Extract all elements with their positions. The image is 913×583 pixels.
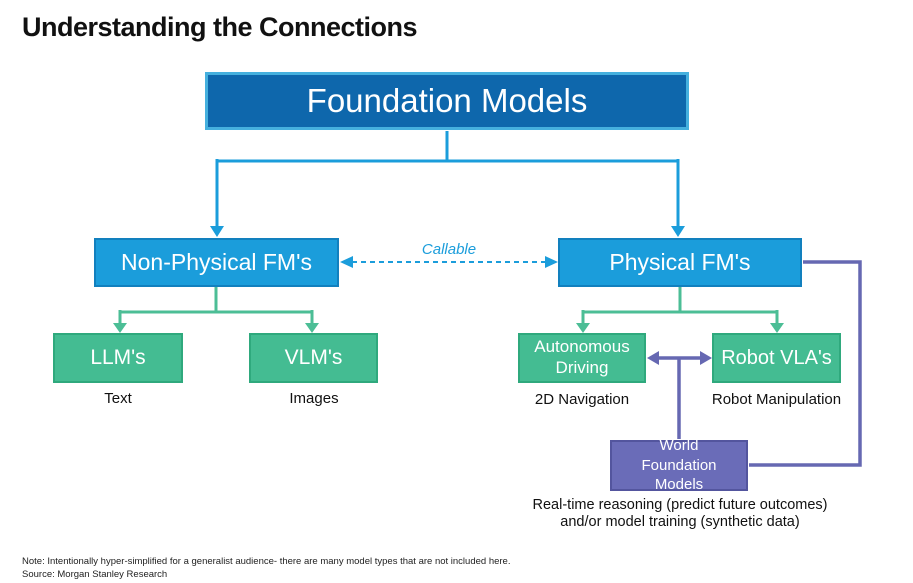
footer-note: Note: Intentionally hyper-simplified for… — [22, 556, 511, 567]
tree-line-root — [215, 131, 680, 226]
node-llms-label: LLM's — [90, 346, 146, 369]
robot-vlas-sublabel: Robot Manipulation — [711, 391, 842, 408]
node-world-foundation-models-label: World Foundation Models — [641, 437, 717, 494]
world-foundation-caption: Real-time reasoning (predict future outc… — [505, 497, 855, 531]
vlms-sublabel: Images — [289, 390, 339, 407]
arrowhead-to-vla — [700, 351, 712, 365]
autonomous-driving-sublabel: 2D Navigation — [534, 391, 630, 408]
node-llms: LLM's — [53, 333, 183, 383]
callable-arrowhead-right — [545, 256, 558, 268]
footer-source: Source: Morgan Stanley Research — [22, 568, 168, 580]
callable-edge-label: Callable — [421, 241, 477, 258]
node-vlms-label: VLM's — [284, 346, 343, 369]
tree-line-physical — [581, 287, 779, 324]
arrowhead-to-vlms — [305, 323, 319, 333]
node-vlms: VLM's — [249, 333, 378, 383]
node-foundation-models: Foundation Models — [205, 72, 689, 130]
node-robot-vlas-label: Robot VLA's — [721, 346, 832, 369]
node-autonomous-driving: Autonomous Driving — [518, 333, 646, 383]
world-foundation-caption-line2: and/or model training (synthetic data) — [560, 514, 800, 531]
physical-wfm-route-line — [749, 260, 862, 467]
arrowhead-to-robot-vlas — [770, 323, 784, 333]
node-physical-fms: Physical FM's — [558, 238, 802, 287]
arrowhead-to-autonomous-driving — [576, 323, 590, 333]
arrowhead-to-llms — [113, 323, 127, 333]
world-foundation-caption-line1: Real-time reasoning (predict future outc… — [532, 497, 828, 513]
node-non-physical-fms-label: Non-Physical FM's — [121, 249, 312, 275]
node-non-physical-fms: Non-Physical FM's — [94, 238, 339, 287]
arrowhead-to-physical — [671, 226, 685, 237]
footer: Note: Intentionally hyper-simplified for… — [22, 556, 510, 582]
callable-arrowhead-left — [340, 256, 353, 268]
tree-line-nonphysical — [118, 287, 314, 324]
arrowhead-to-driving — [647, 351, 659, 365]
llms-sublabel: Text — [104, 390, 132, 407]
node-foundation-models-label: Foundation Models — [306, 82, 588, 119]
node-world-foundation-models: World Foundation Models — [610, 437, 748, 493]
node-autonomous-driving-label: Autonomous Driving — [534, 337, 630, 377]
node-physical-fms-label: Physical FM's — [609, 249, 751, 275]
node-robot-vlas: Robot VLA's — [712, 333, 841, 383]
arrowhead-to-nonphysical — [210, 226, 224, 237]
page-title: Understanding the Connections — [22, 12, 418, 42]
